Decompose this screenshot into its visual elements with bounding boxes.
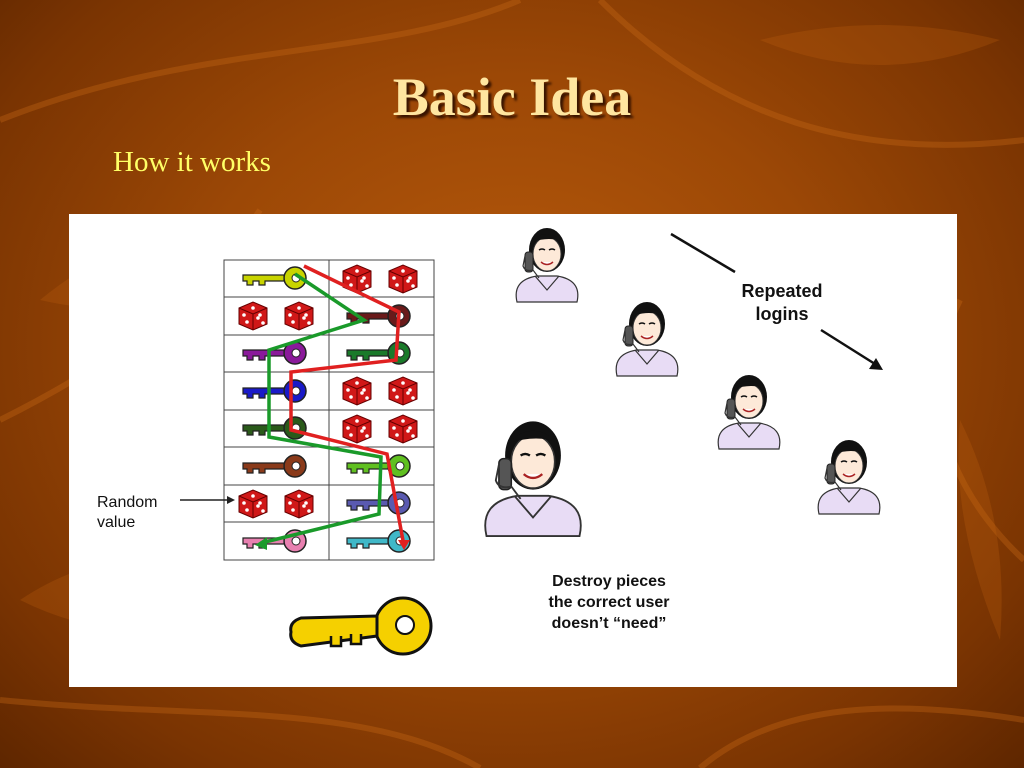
- woman-on-phone-icon: [484, 420, 582, 538]
- slide-bullet: How it works: [113, 146, 271, 178]
- random-value-label: Random value: [97, 493, 157, 533]
- repeated-logins-label: Repeated logins: [722, 280, 842, 326]
- destroy-pieces-line: the correct user: [548, 594, 670, 611]
- repeated-logins-arrow-top: [670, 232, 736, 274]
- repeated-logins-line: Repeated: [741, 281, 823, 301]
- destroy-pieces-line: Destroy pieces: [552, 573, 666, 590]
- random-value-arrowhead: [227, 496, 235, 504]
- woman-on-phone-icon: [515, 227, 579, 303]
- repeated-logins-arrow-bottom: [820, 328, 876, 366]
- green-path: [260, 272, 383, 545]
- destroy-pieces-label: Destroy pieces the correct user doesn’t …: [519, 571, 699, 634]
- destroy-pieces-line: doesn’t “need”: [551, 615, 667, 632]
- woman-on-phone-icon: [717, 374, 781, 450]
- diagram-svg: [180, 227, 883, 656]
- repeated-logins-arrowhead: [869, 358, 883, 370]
- diagram-panel: Random value Repeated logins Destroy pie…: [69, 214, 957, 687]
- random-value-line: Random: [97, 494, 158, 511]
- slide-title: Basic Idea: [392, 67, 632, 127]
- woman-on-phone-icon: [615, 301, 679, 377]
- red-arrowhead: [398, 540, 410, 550]
- green-arrowhead: [255, 537, 267, 550]
- random-value-line: value: [97, 514, 136, 531]
- woman-on-phone-icon: [817, 439, 881, 515]
- gold-key-icon: [289, 596, 433, 656]
- repeated-logins-line: logins: [755, 304, 809, 324]
- red-path: [289, 264, 406, 547]
